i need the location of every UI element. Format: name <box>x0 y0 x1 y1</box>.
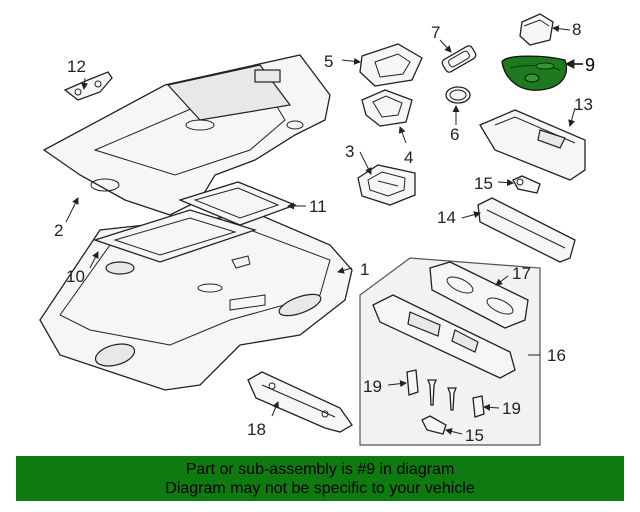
callout-13: 13 <box>574 95 593 114</box>
callout-5: 5 <box>324 52 333 71</box>
part-15-bulb-upper[interactable] <box>512 175 541 194</box>
callout-18: 18 <box>247 420 266 439</box>
part-14-lens-cover[interactable] <box>477 197 576 263</box>
callout-19-right: 19 <box>502 399 521 418</box>
callout-19-left: 19 <box>363 377 382 396</box>
callout-4: 4 <box>404 148 413 167</box>
part-6-ring[interactable] <box>445 86 471 104</box>
callout-7: 7 <box>431 23 440 42</box>
callout-2: 2 <box>54 221 63 240</box>
part-13-console[interactable] <box>479 109 586 181</box>
callout-14: 14 <box>437 208 456 227</box>
part-19-clip-right[interactable] <box>472 395 485 418</box>
banner-line-2: Diagram may not be specific to your vehi… <box>165 480 475 497</box>
part-9-highlighted[interactable] <box>501 55 567 91</box>
part-12-bracket[interactable] <box>63 71 113 101</box>
screws[interactable] <box>427 379 457 411</box>
callout-1: 1 <box>360 260 369 279</box>
part-1-headliner[interactable] <box>39 214 353 391</box>
callout-17: 17 <box>512 264 531 283</box>
callout-10: 10 <box>66 267 85 286</box>
callout-8: 8 <box>572 20 581 39</box>
banner-line-1: Part or sub-assembly is #9 in diagram <box>185 461 455 478</box>
part-5-bezel[interactable] <box>359 43 423 87</box>
callout-15-lower: 15 <box>465 426 484 445</box>
callout-15-upper: 15 <box>474 174 493 193</box>
callout-6: 6 <box>450 125 459 144</box>
parts-diagram: 1 2 3 4 5 6 7 8 9 10 11 12 13 14 15 15 1… <box>39 13 595 446</box>
part-10-frame[interactable] <box>92 209 258 275</box>
part-19-clip-left[interactable] <box>406 369 419 396</box>
part-3-frame[interactable] <box>357 164 416 206</box>
part-18-bracket[interactable] <box>247 371 353 433</box>
part-11-panel[interactable] <box>178 181 297 226</box>
part-15-bulb-lower[interactable] <box>421 415 447 435</box>
callout-11: 11 <box>309 197 327 216</box>
part-8-cap[interactable] <box>519 13 554 46</box>
callout-9: 9 <box>585 55 595 75</box>
callout-12: 12 <box>67 57 86 76</box>
callout-3: 3 <box>345 142 354 161</box>
leader-lines <box>65 25 583 435</box>
part-2-headliner-upper[interactable] <box>42 54 331 216</box>
part-17-lens[interactable] <box>429 261 529 329</box>
callout-16: 16 <box>547 346 566 365</box>
part-4-housing[interactable] <box>361 89 413 127</box>
part-16-console[interactable] <box>372 294 516 379</box>
info-banner: Part or sub-assembly is #9 in diagram Di… <box>16 456 624 501</box>
part-7-lens[interactable] <box>441 44 477 73</box>
